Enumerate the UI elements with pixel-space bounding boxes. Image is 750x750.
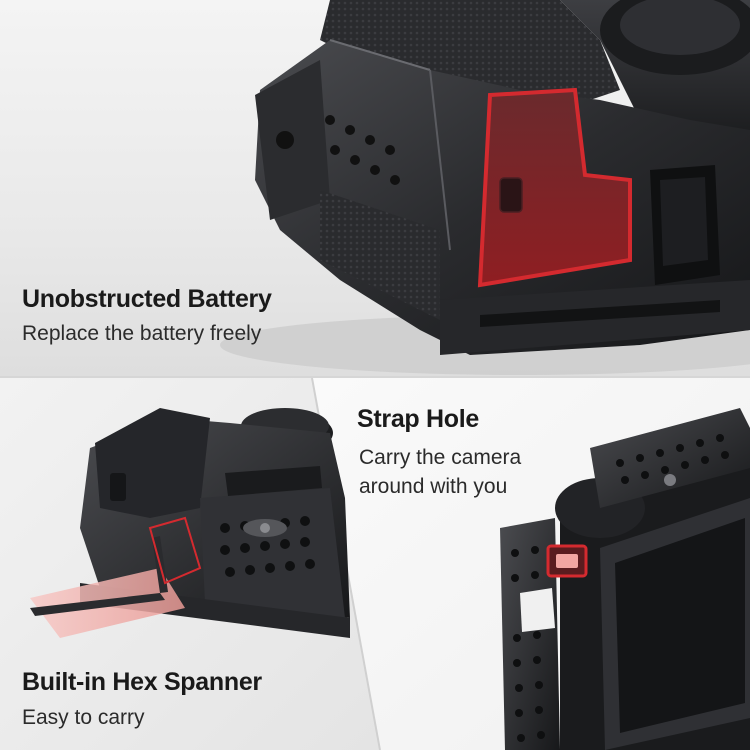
strap-feature-subtitle-line2: around with you	[359, 475, 508, 498]
camera-cage-battery-photo	[220, 0, 750, 375]
battery-feature-title: Unobstructed Battery	[22, 285, 272, 313]
strap-feature-title: Strap Hole	[357, 405, 480, 433]
hex-feature-title: Built-in Hex Spanner	[22, 668, 262, 696]
hex-feature-subtitle: Easy to carry	[22, 706, 145, 729]
battery-feature-subtitle: Replace the battery freely	[22, 322, 262, 345]
strap-feature-subtitle-line1: Carry the camera	[359, 446, 522, 469]
strap-hole-cage-photo	[500, 408, 750, 750]
hex-spanner-camera-photo	[30, 408, 350, 638]
bottom-feature-panels: Strap Hole Carry the camera around with …	[0, 378, 750, 750]
bottom-photos	[0, 378, 750, 750]
horizontal-divider	[0, 376, 750, 378]
battery-feature-panel: Unobstructed Battery Replace the battery…	[0, 0, 750, 376]
